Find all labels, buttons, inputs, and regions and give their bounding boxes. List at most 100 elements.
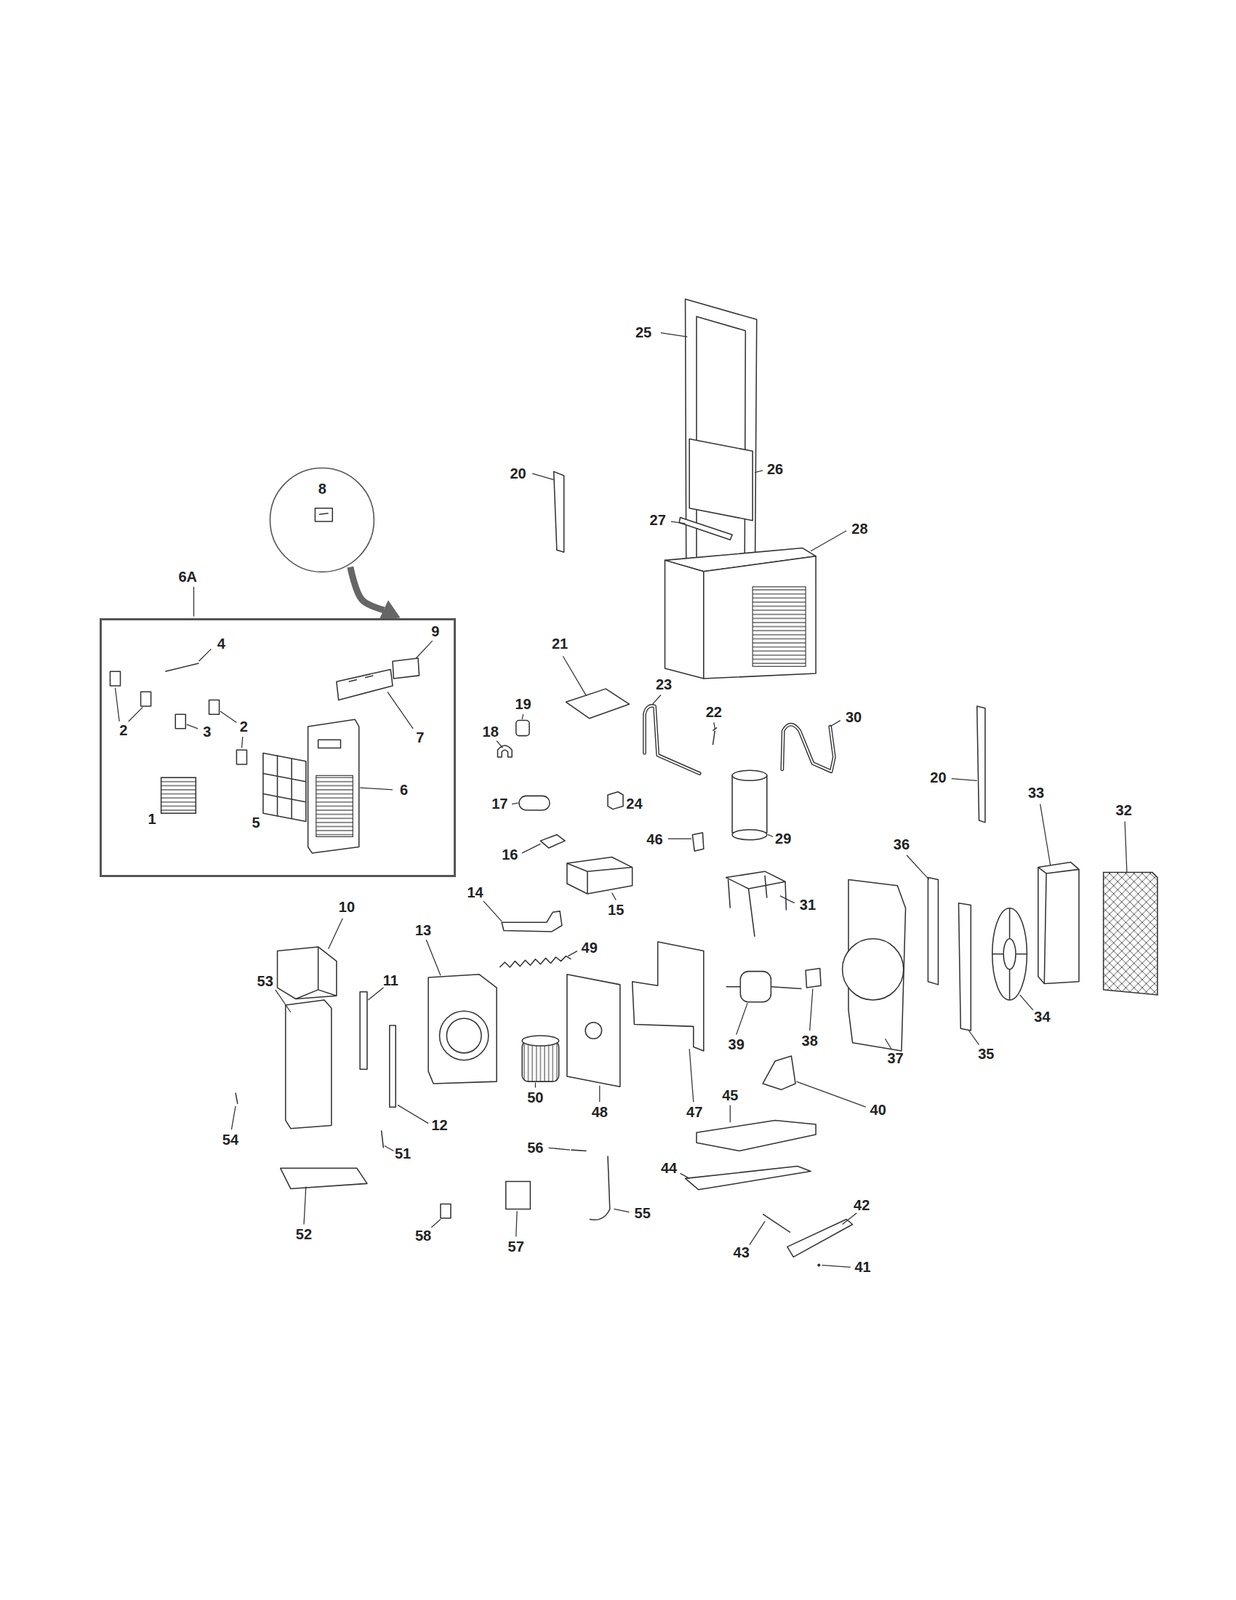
base-pan [696,1119,816,1151]
fan-blade [992,908,1028,1000]
fan-shroud [842,879,906,1051]
fan-motor [726,986,802,989]
callout-number: 41 [855,1258,872,1275]
leader-line [415,640,432,658]
control-box [567,857,633,894]
callout-number: 2 [119,721,128,738]
fan-blade [1003,938,1016,970]
callout-number: 6 [399,781,408,798]
leader-line [431,1218,441,1227]
drain-rod [589,1156,611,1221]
support-bracket [762,1055,796,1090]
callout-number: 52 [295,1225,312,1242]
slide-bar [787,1218,853,1257]
orifice-plate [567,974,621,1087]
callout-number: 9 [431,623,440,640]
callout-number: 7 [415,729,424,746]
slide-bar [787,1218,853,1257]
support-bracket [762,1055,796,1090]
leader-line [809,988,813,1031]
callout-number: 30 [845,708,862,725]
front-assembly-parts [109,671,120,686]
leader-line [548,1147,571,1150]
sensor-wire [712,727,717,745]
fan-blade [992,908,1028,1000]
leader-line [367,987,384,1000]
rail-bar [679,516,733,540]
leader-line [1020,994,1034,1010]
condenser-coil [1038,867,1079,984]
small-clip [692,832,704,851]
leader-line [562,655,587,696]
callout-number: 33 [1028,784,1045,801]
front-assembly-parts [314,508,333,522]
callout-number: 36 [893,836,910,853]
leader-line [567,950,578,957]
control-box [567,857,633,894]
callout-number: 34 [1033,1008,1050,1025]
panel-sheet [689,438,753,520]
cover-plate [565,688,629,719]
mesh-guard [1103,872,1158,995]
leader-line [713,721,715,728]
terminal-plate [540,834,565,848]
discharge-tube [782,724,835,772]
pin [381,1129,384,1148]
discharge-tube [782,724,835,772]
base-pan [696,1119,816,1151]
front-assembly-parts [141,691,152,706]
circle-outline [270,468,375,573]
compressor [732,769,768,840]
leader-line [359,787,393,790]
leader-line [511,802,518,804]
callout-number: 38 [801,1032,818,1049]
leader-line [612,892,617,901]
leader-line [754,470,763,473]
callout-number: 47 [686,1103,703,1120]
leader-line [384,1145,395,1151]
callout-number: 6A [178,568,198,585]
front-assembly-parts [165,663,199,672]
terminal-plate [540,834,565,848]
pointer-arrow [350,567,384,611]
callout-number: 55 [634,1204,651,1221]
front-assembly-parts [392,657,419,679]
bulkhead [632,941,704,1051]
leader-line [842,1212,858,1224]
callout-number: 25 [635,324,652,341]
callout-number: 32 [1116,801,1133,818]
side-strip [958,903,971,1031]
leader-line [535,1082,536,1088]
capacitor-small [516,720,530,736]
callout-number: 56 [527,1139,544,1156]
front-assembly-parts [109,508,419,853]
switch [440,1203,451,1218]
foam-sheet [506,1181,531,1210]
side-strip [927,877,938,985]
front-assembly-parts [161,777,197,813]
fan-shroud [842,938,904,1000]
side-strip [554,471,565,552]
leader-line [397,1104,429,1123]
motor-mount [726,871,787,937]
run-capacitor [519,795,550,810]
callout-number: 14 [467,884,484,901]
leader-line [689,1048,694,1102]
suction-tube [644,705,700,773]
foam-sheet [506,1181,531,1210]
suction-tube [644,705,700,773]
seal-strip [389,1025,396,1107]
callout-number: 12 [431,1116,448,1133]
callout-number: 3 [202,723,211,740]
leader-line [671,521,686,524]
leader-line [830,720,841,727]
callout-number: 37 [887,1049,904,1066]
leader-line [241,736,243,748]
callout-number: 31 [799,896,816,913]
callout-number: 40 [870,1101,887,1118]
callout-number: 27 [649,511,666,528]
leader-line [729,1104,731,1122]
